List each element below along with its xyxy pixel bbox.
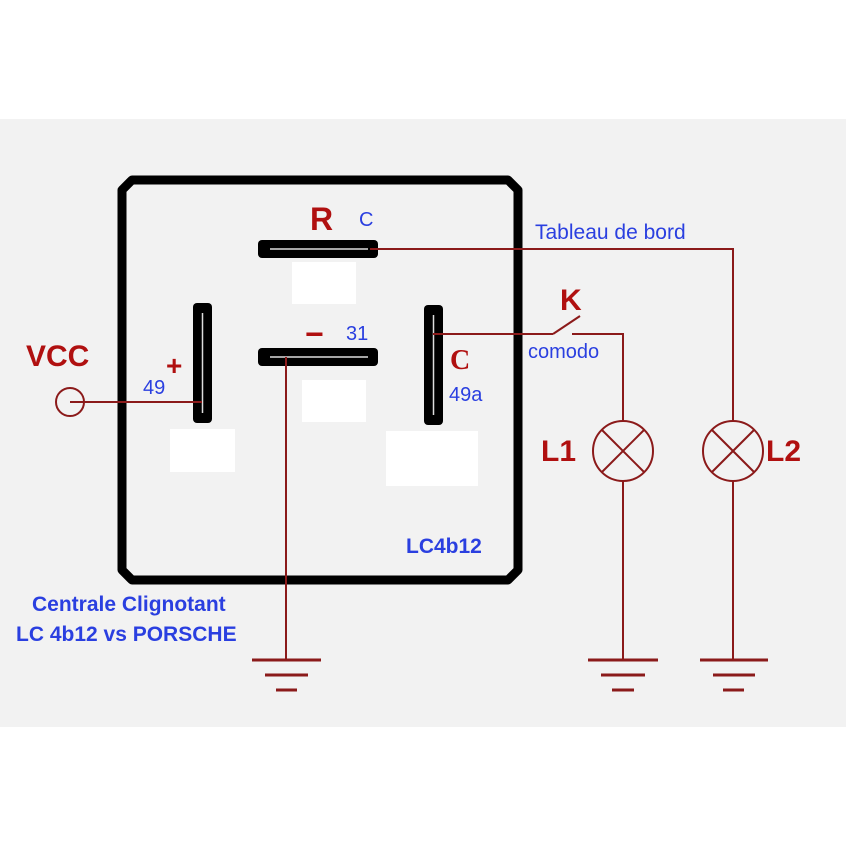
pin-r	[258, 240, 378, 258]
wire-k-l1	[572, 333, 624, 421]
pin-49a	[424, 305, 443, 425]
pin-49	[193, 303, 212, 423]
switch-comodo-label: comodo	[528, 341, 600, 363]
pin-49a-terminal: 49a	[449, 384, 483, 406]
ground-icon-l2	[700, 658, 768, 692]
switch-k-label: K	[560, 284, 582, 317]
module-label: LC4b12	[406, 535, 482, 558]
ground-icon-l1	[588, 658, 658, 692]
lamp-l1-icon	[592, 420, 654, 482]
module-box	[117, 175, 523, 585]
blank-label-49a	[386, 431, 478, 486]
wire-r-l2	[370, 248, 734, 422]
pin-r-symbol: R	[310, 201, 334, 237]
diagram-background	[0, 119, 846, 727]
lamp-l2-label: L2	[766, 435, 802, 468]
diagram-title-line1: Centrale Clignotant	[32, 593, 226, 616]
pin-31-terminal: 31	[346, 323, 369, 345]
pin-49-symbol: +	[166, 350, 183, 381]
diagram-title-line2: LC 4b12 vs PORSCHE	[16, 623, 237, 646]
vcc-label: VCC	[26, 340, 90, 373]
blank-label-49	[170, 429, 235, 472]
pin-49a-symbol: C	[450, 345, 471, 376]
dashboard-label: Tableau de bord	[535, 221, 686, 244]
vcc-terminal-icon	[55, 387, 85, 417]
blank-label-31	[302, 380, 366, 422]
pin-r-terminal: C	[359, 209, 374, 231]
ground-icon-31	[252, 658, 321, 692]
pin-31-symbol: −	[305, 316, 324, 352]
blank-label-r	[292, 262, 356, 304]
switch-k-blade	[552, 315, 581, 335]
lamp-l1-label: L1	[541, 435, 577, 468]
pin-49-terminal: 49	[143, 377, 166, 399]
lamp-l2-icon	[702, 420, 764, 482]
